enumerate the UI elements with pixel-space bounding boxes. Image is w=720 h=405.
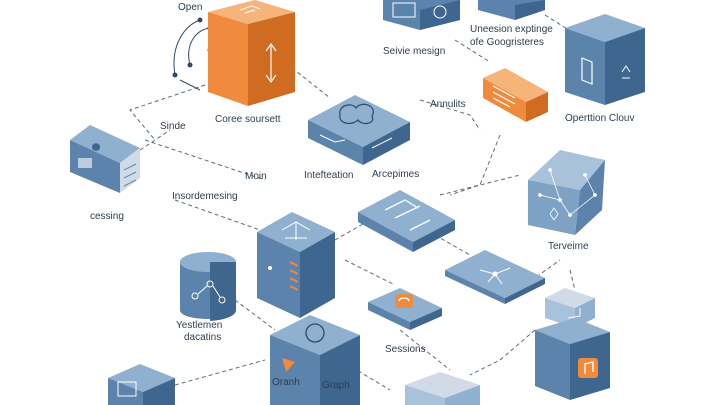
- bottom-center-block: [405, 372, 480, 405]
- label-annulits: Annulits: [430, 99, 466, 110]
- connector-data-to-graph: [234, 299, 276, 331]
- connector-cessing-to-left: [139, 129, 171, 151]
- integration-cloud-icon: [339, 103, 374, 125]
- connector-sessions-to-bottom: [399, 329, 451, 371]
- label-intefteation: Intefteation: [304, 170, 354, 181]
- connector-top-to-cloud: [544, 14, 586, 41]
- connector-ops-to-center: [449, 134, 501, 196]
- label-graph: Graph: [322, 380, 350, 391]
- left-device: [70, 125, 140, 193]
- gateway-plug-icon: [384, 199, 431, 231]
- gateway-device: [358, 190, 455, 252]
- connector-center-to-right: [439, 174, 521, 196]
- connector-right-bottom: [469, 329, 536, 376]
- dashed-connectors: [129, 14, 586, 391]
- network-hub-icon: [479, 267, 511, 285]
- label-operttion-cloud: Operttion Clouv: [565, 113, 635, 124]
- graph-cube: [270, 315, 360, 405]
- core-flow-icon: [239, 5, 261, 14]
- connector-annulits: [419, 99, 481, 131]
- cloud-phone-icon: [581, 57, 593, 85]
- label-yestlemen-line1: Yestlemen: [176, 320, 223, 331]
- processing-nodes-icon: [281, 221, 311, 240]
- connector-gateway-to-network: [434, 234, 471, 256]
- connector-core-to-sinde: [129, 84, 206, 141]
- sessions-block: [368, 288, 442, 330]
- label-service-mesign: Seivie mesign: [383, 46, 446, 57]
- device-user-icon: [92, 143, 100, 151]
- integration-circuit-icon: [319, 134, 393, 149]
- graph-play-icon: [282, 358, 295, 372]
- terveime-cube: [528, 150, 605, 235]
- label-arcepimes: Arcepimes: [372, 169, 420, 180]
- network-device: [445, 250, 545, 304]
- right-media-cube: [535, 288, 610, 400]
- service-refresh-icon: [433, 5, 447, 19]
- service-block: [383, 0, 460, 30]
- connector-sinde-to-moin: [144, 139, 266, 181]
- label-core-sourset: Coree soursett: [215, 114, 281, 125]
- label-oranh: Oranh: [272, 377, 300, 388]
- database-tree-icon: [191, 280, 226, 304]
- music-note-icon: [578, 358, 598, 378]
- integration-cube: [308, 95, 410, 165]
- uneesion-block: [478, 0, 545, 20]
- orange-panel: [483, 68, 548, 122]
- panel-lines-icon: [492, 85, 516, 108]
- label-yestlemen-line2: dacatins: [184, 332, 222, 343]
- processing-cube: [257, 212, 335, 318]
- connector-insord-to-processing: [174, 199, 261, 231]
- core-cube: [208, 0, 295, 106]
- label-open: Open: [178, 2, 203, 13]
- label-sinde: Sinde: [160, 121, 186, 132]
- label-uneesion-line1: Uneesion exptinge: [470, 24, 553, 35]
- connector-bottom-left: [174, 359, 266, 386]
- core-resize-icon: [265, 42, 277, 84]
- label-sessions: Sessions: [385, 344, 426, 355]
- label-uneesion-line2: ofe Googristeres: [470, 37, 544, 48]
- terveime-network-icon: [538, 168, 597, 221]
- label-terveime: Terveime: [548, 241, 589, 252]
- operation-cloud-cube: [565, 14, 645, 105]
- label-moin: Moin: [245, 171, 267, 182]
- database-cylinder: [180, 252, 236, 321]
- sessions-lock-icon: [395, 294, 413, 308]
- connector-terveime-to-phone: [569, 269, 576, 291]
- label-insordemesing: Insordemesing: [172, 191, 238, 202]
- graph-refresh-icon: [305, 323, 325, 343]
- cloud-arrows-icon: [621, 65, 631, 79]
- connector-gateway-to-sessions: [344, 259, 396, 286]
- connector-core-to-integration: [291, 67, 331, 99]
- label-cessing: cessing: [90, 211, 124, 222]
- bottom-left-device: [108, 364, 175, 405]
